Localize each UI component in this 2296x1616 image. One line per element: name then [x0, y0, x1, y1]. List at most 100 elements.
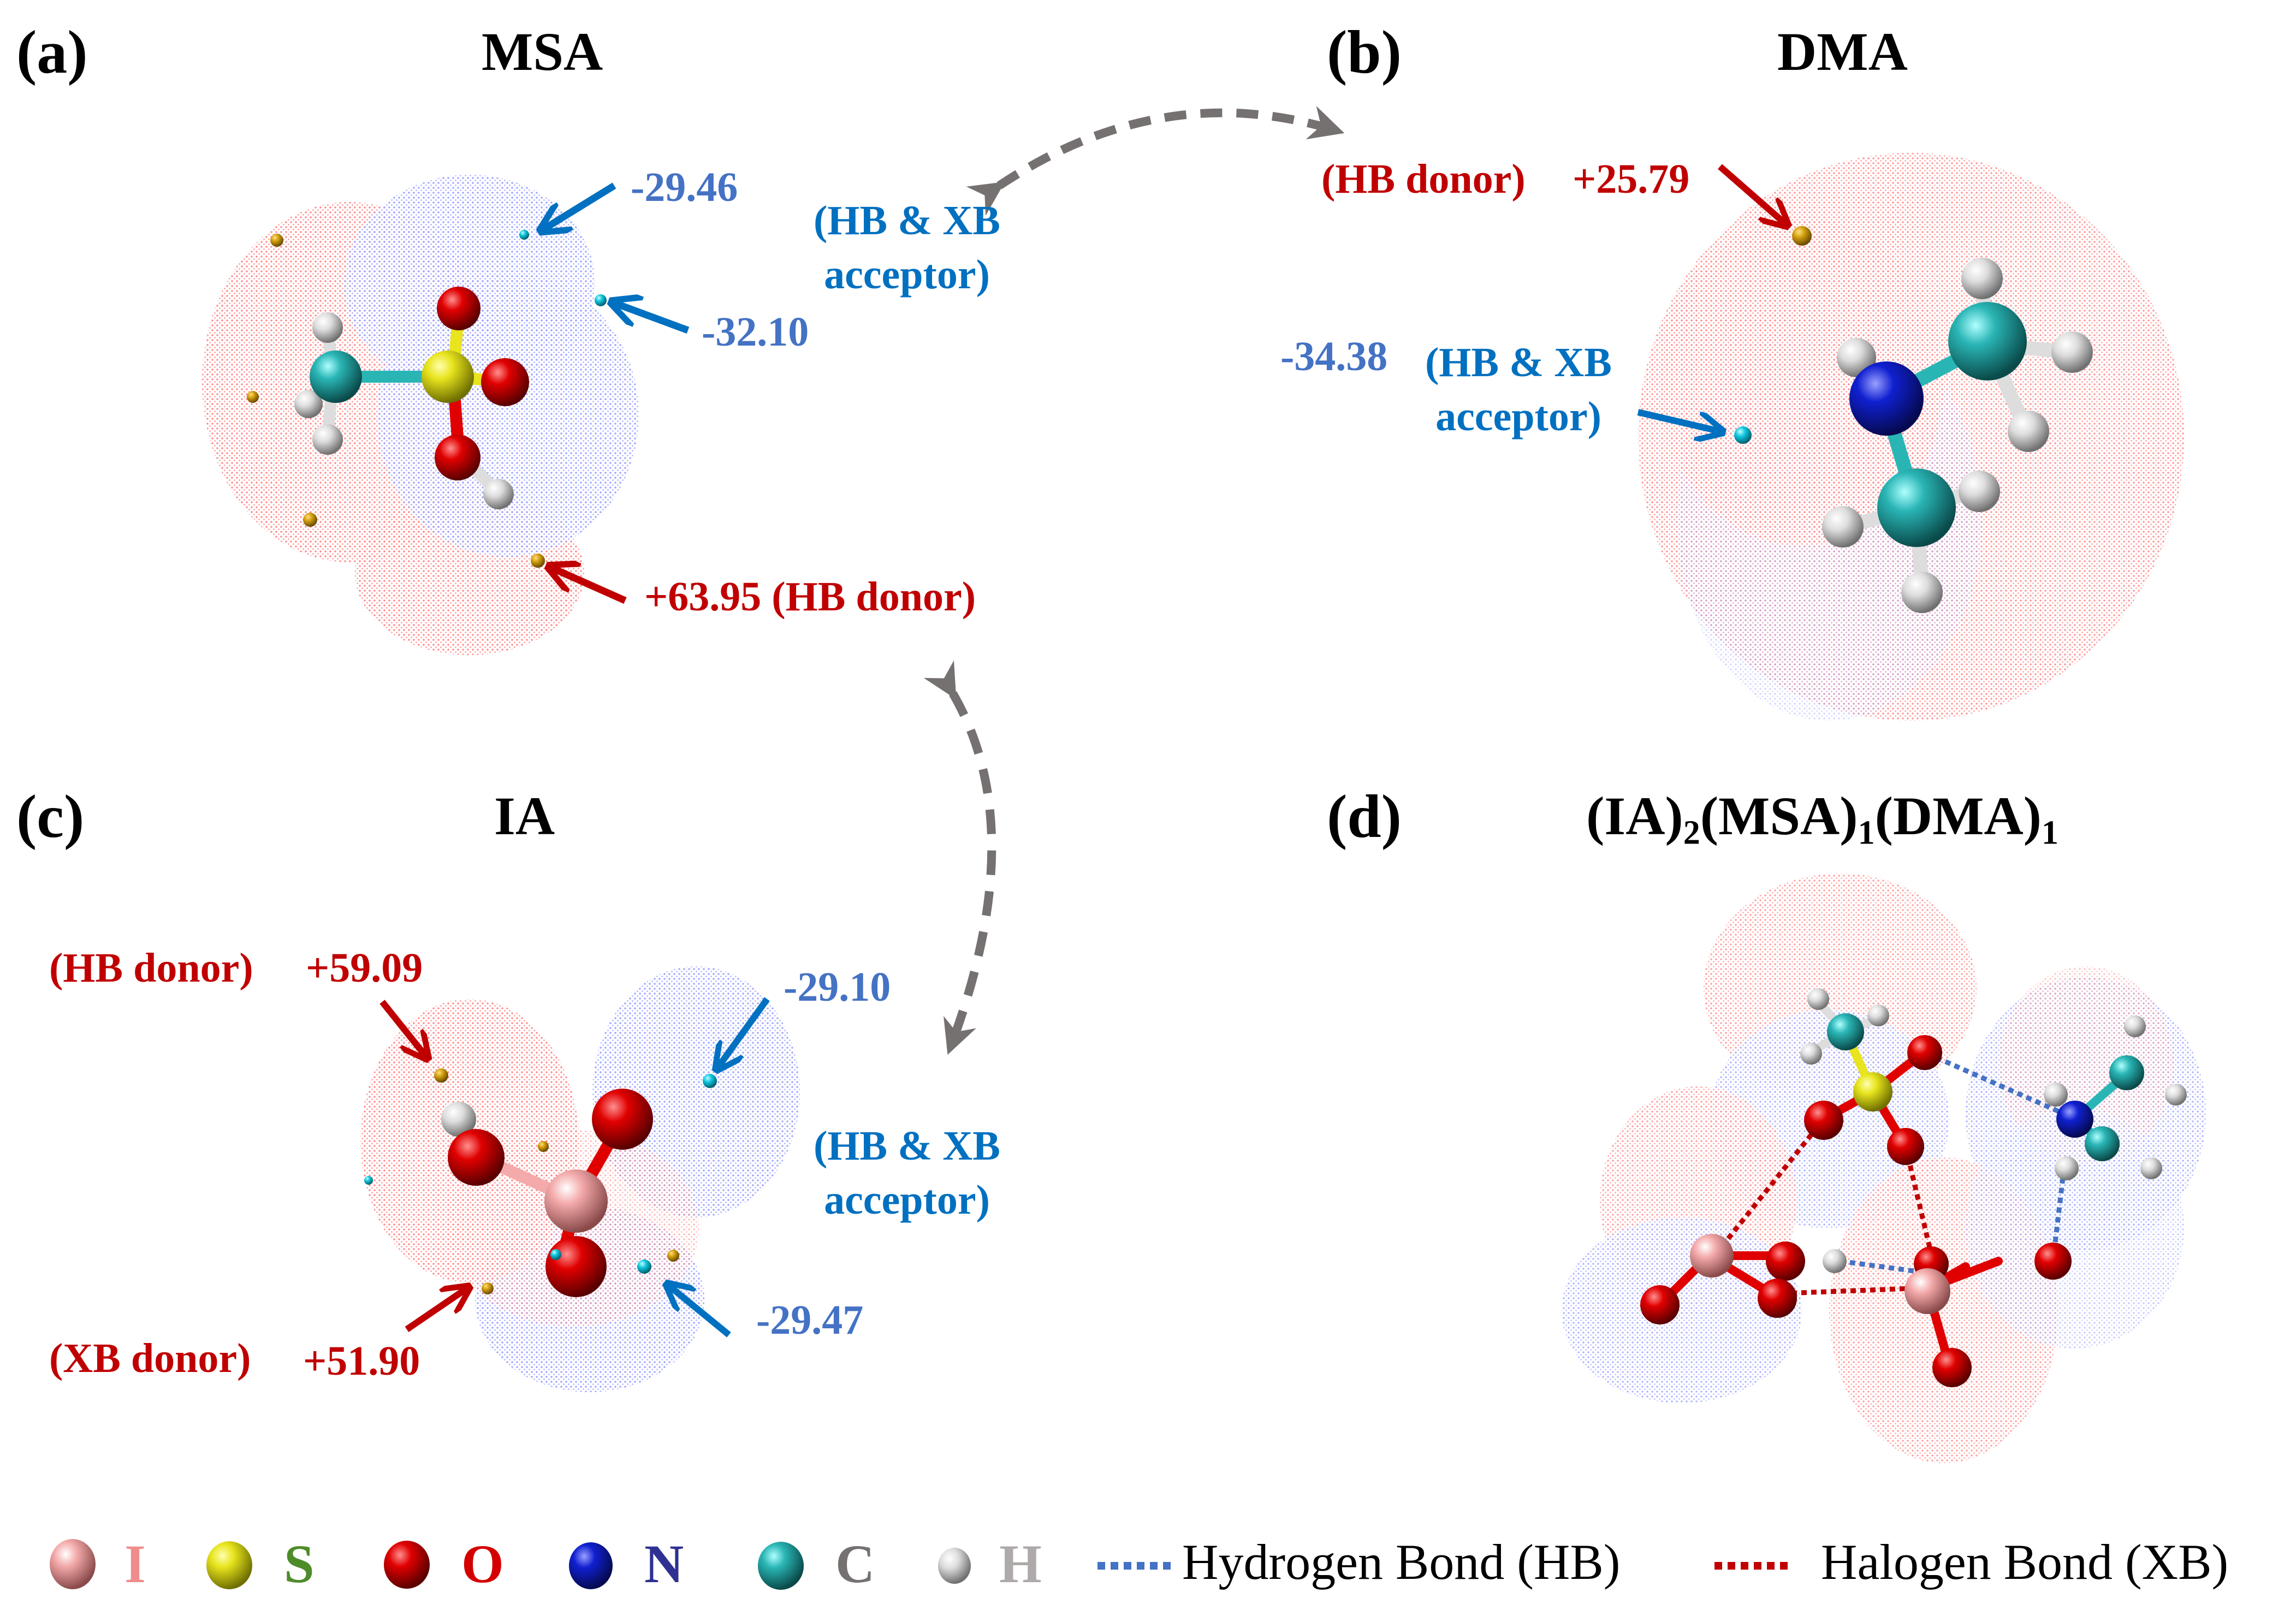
pointer-arrow — [1718, 164, 1785, 224]
esp-maximum — [538, 1141, 549, 1152]
pointer-arrow — [543, 182, 616, 229]
legend-sphere-c — [758, 1542, 804, 1590]
atom-o — [448, 1129, 505, 1186]
atom-h — [1807, 988, 1829, 1010]
legend-label-n: N — [644, 1534, 684, 1594]
title-subscript: 1 — [2041, 814, 2058, 852]
legend-sphere-i — [50, 1539, 96, 1589]
atom-o — [1804, 1101, 1843, 1140]
acceptor-label-line1: (HB & XB — [1425, 340, 1612, 385]
esp-value-label: -29.10 — [784, 964, 891, 1010]
esp-maximum — [531, 554, 545, 568]
atom-o — [1907, 1035, 1942, 1070]
atom-s — [1853, 1072, 1892, 1112]
atom-h — [2044, 1083, 2068, 1107]
hydrogen-bond-line — [1840, 1258, 1923, 1275]
esp-minimum — [637, 1259, 651, 1274]
panel-label-c: (c) — [16, 783, 85, 851]
acceptor-label-line2: acceptor) — [824, 251, 990, 298]
esp-value-label: -34.38 — [1280, 334, 1388, 379]
legend-atom-spheres — [50, 1539, 1791, 1590]
atom-h — [2165, 1084, 2187, 1106]
esp-maximum — [482, 1282, 494, 1294]
pointer-arrow — [379, 1000, 426, 1056]
esp-minimum — [703, 1074, 717, 1088]
acceptor-label: (HB & XB acceptor) — [814, 194, 1000, 302]
atom-h — [2124, 1015, 2146, 1037]
esp-maximum — [667, 1250, 679, 1262]
atom-h — [441, 1102, 476, 1137]
title-part: (DMA) — [1874, 786, 2042, 846]
esp-minimum — [364, 1176, 373, 1185]
atom-c — [1827, 1013, 1864, 1050]
atom-s — [422, 350, 474, 403]
atom-h — [1800, 1043, 1822, 1065]
panel-c-ia-molecule — [360, 966, 800, 1392]
acceptor-label: (HB & XB acceptor) — [1425, 336, 1612, 444]
esp-value-label: -32.10 — [702, 309, 809, 355]
atom-c — [1877, 468, 1956, 547]
donor-label: (HB donor) — [49, 945, 253, 991]
panel-title-b: DMA — [1777, 21, 1908, 82]
legend-sphere-s — [206, 1541, 252, 1589]
esp-minimum — [550, 1249, 561, 1260]
atom-h — [1901, 572, 1943, 613]
esp-maximum — [1792, 226, 1812, 246]
atom-o — [1640, 1285, 1680, 1324]
esp-surface — [1562, 874, 2206, 1463]
legend-label-i: I — [124, 1534, 146, 1594]
atom-h — [1822, 506, 1864, 548]
panel-d-cluster-molecule — [1562, 874, 2206, 1463]
panel-b-dma-molecule — [1637, 153, 2184, 721]
atom-c — [310, 350, 362, 403]
atom-h — [312, 312, 343, 343]
pointer-arrow — [614, 303, 690, 334]
curved-dashed-arrow-ac — [923, 660, 996, 1055]
atom-o — [437, 287, 480, 330]
atom-h — [2055, 1156, 2079, 1180]
atom-i — [1905, 1268, 1950, 1314]
panel-label-d: (d) — [1327, 783, 1402, 851]
atom-h — [1961, 258, 2003, 299]
esp-surface — [202, 175, 639, 655]
donor-label: (XB donor) — [49, 1335, 251, 1381]
atom-o — [2034, 1243, 2072, 1280]
atom-n — [2056, 1101, 2093, 1138]
acceptor-label: (HB & XB acceptor) — [814, 1119, 1000, 1227]
esp-minimum — [1734, 426, 1752, 444]
esp-value-label: -29.46 — [631, 164, 738, 210]
esp-maximum — [303, 513, 317, 527]
atom-h — [2008, 411, 2049, 452]
esp-value-label: -29.47 — [756, 1297, 864, 1343]
atom-h — [1867, 1005, 1889, 1026]
atom-h — [312, 424, 343, 455]
panel-title-c: IA — [494, 786, 555, 846]
pointer-arrow — [1637, 409, 1720, 431]
atom-o — [435, 435, 480, 480]
legend-label-s: S — [284, 1534, 315, 1594]
atom-o — [592, 1089, 653, 1150]
atom-c — [1948, 302, 2027, 381]
atom-o — [1932, 1348, 1972, 1387]
atom-o — [1887, 1128, 1924, 1165]
legend-label-halogen-bond: Halogen Bond (XB) — [1821, 1534, 2229, 1590]
esp-maximum — [247, 391, 259, 403]
atom-h — [483, 479, 514, 509]
pointer-arrow — [551, 568, 627, 604]
atom-h — [1823, 1249, 1847, 1273]
title-subscript: 1 — [1858, 814, 1875, 852]
legend-label-o: O — [461, 1534, 504, 1594]
atom-o — [1758, 1279, 1797, 1318]
atom-c — [2109, 1055, 2144, 1090]
panel-title-d: (IA)2(MSA)1(DMA)1 — [1586, 786, 2058, 852]
esp-minimum — [519, 230, 529, 240]
acceptor-label-line2: acceptor) — [1435, 393, 1601, 439]
panel-a-msa-molecule — [202, 175, 690, 655]
atom-o — [1766, 1241, 1805, 1281]
pointer-arrow — [718, 997, 770, 1067]
atom-c — [2085, 1126, 2120, 1161]
legend-label-h: H — [999, 1534, 1042, 1594]
panel-title-a: MSA — [482, 21, 603, 82]
acceptor-label-line2: acceptor) — [824, 1177, 990, 1223]
